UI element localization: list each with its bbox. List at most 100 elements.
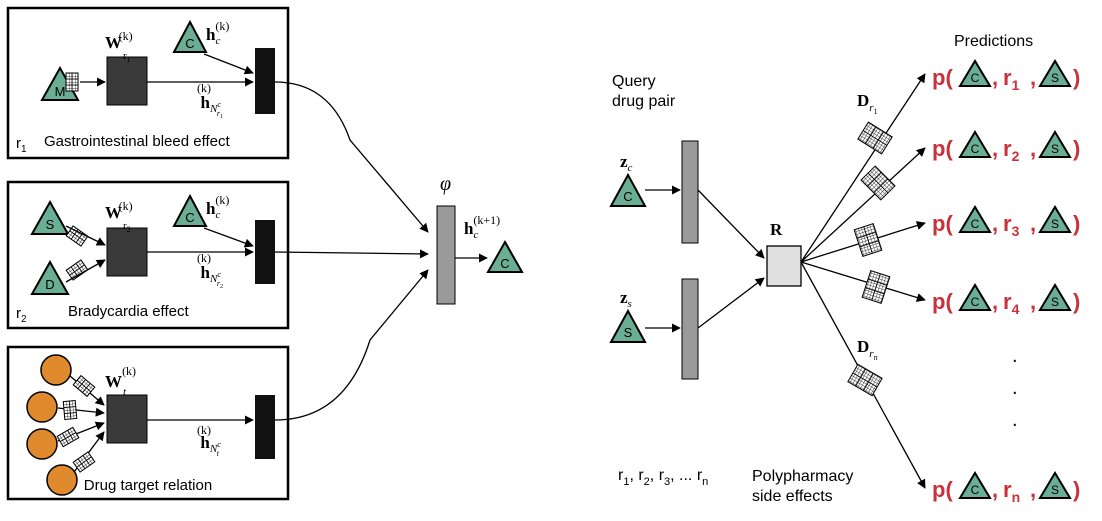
self-embedding-label: hc(k): [206, 19, 229, 47]
aggregation-bar: [255, 395, 275, 459]
aggregate-node: φ hc(k+1) C: [436, 173, 524, 305]
panel2-to-aggregate-arrow: [274, 249, 429, 259]
svg-text:C: C: [623, 189, 632, 204]
prediction-close: ): [1073, 136, 1080, 161]
prediction-comma: ,: [992, 289, 998, 314]
svg-text:C: C: [185, 36, 194, 51]
weight-label: Wt(k): [105, 364, 136, 398]
drug-node-c-icon: [958, 283, 992, 311]
svg-text:C: C: [185, 210, 194, 225]
weight-matrix: [106, 394, 148, 444]
side-effects-label: Polypharmacy: [752, 468, 853, 485]
r-matrix-label: R: [770, 220, 783, 239]
prediction-comma: ,: [1030, 136, 1036, 161]
svg-text:D: D: [45, 277, 54, 292]
prediction-comma: ,: [1030, 211, 1036, 236]
decoder-label-bottom: Drn: [857, 337, 878, 362]
decoder-matrix-icon: [860, 165, 896, 201]
protein-node: [26, 391, 58, 423]
drug-node-label: S: [1051, 483, 1059, 497]
prediction-row: p(C,rn,S): [932, 471, 1080, 505]
protein-node: [46, 464, 78, 496]
prediction-comma: ,: [1030, 477, 1036, 502]
prediction-relation: r3: [1003, 211, 1020, 239]
drug-node-s-icon: [1038, 205, 1072, 233]
prediction-comma: ,: [992, 65, 998, 90]
ellipsis-dot: .: [1012, 409, 1018, 431]
message-matrix-icon: [62, 400, 78, 420]
side-effects-label: side effects: [752, 488, 833, 505]
drug-node-c: C: [172, 193, 208, 227]
query-drug-pair: Query drug pair zc C zs S R: [609, 73, 802, 380]
prediction-close: ): [1073, 211, 1080, 236]
phi-label: φ: [440, 173, 451, 195]
decoder-matrix-icon: [853, 223, 883, 257]
drug-node-label: S: [1051, 295, 1059, 309]
drug-node-s-icon: [1038, 130, 1072, 158]
effect-label: Gastrointestinal bleed effect: [44, 133, 231, 150]
drug-node-label: C: [971, 483, 980, 497]
protein-node: [26, 428, 58, 460]
weight-label: Wr2(k): [105, 199, 133, 234]
svg-text:C: C: [500, 256, 509, 271]
svg-text:S: S: [46, 217, 55, 232]
effect-label: Drug target relation: [84, 477, 212, 494]
updated-embedding-label: hc(k+1): [464, 213, 500, 241]
drug-node-c-icon: [958, 59, 992, 87]
drug-node-c-icon: [958, 130, 992, 158]
prediction-relation: r2: [1003, 136, 1020, 164]
drug-node-label: S: [1051, 71, 1059, 85]
self-embedding-label: hc(k): [206, 193, 229, 221]
drug-node-label: C: [971, 71, 980, 85]
protein-node: [40, 354, 72, 386]
decoder-matrix-icon: [857, 121, 893, 155]
drug-node-s: S: [609, 308, 647, 343]
message-matrix-icon: [65, 72, 79, 92]
prediction-comma: ,: [1030, 65, 1036, 90]
aggregation-bar: [255, 48, 275, 114]
prediction-close: ): [1073, 65, 1080, 90]
panel3-to-aggregate-arrow: [274, 269, 429, 421]
ellipsis-dot: .: [1012, 345, 1018, 367]
query-title: Query: [612, 73, 656, 90]
prediction-relation: rn: [1003, 477, 1020, 505]
weight-matrix: [106, 56, 148, 106]
aggregation-bar: [255, 220, 275, 284]
prediction-open: p(: [932, 477, 953, 502]
zs-label: zs: [620, 288, 632, 310]
prediction-comma: ,: [992, 477, 998, 502]
relation-label: r1: [16, 135, 27, 155]
prediction-comma: ,: [1030, 289, 1036, 314]
drug-node-c-icon: [958, 205, 992, 233]
weight-matrix: [106, 227, 148, 277]
prediction-open: p(: [932, 211, 953, 236]
drug-node-s: S: [30, 199, 70, 235]
drug-node-label: C: [971, 295, 980, 309]
drug-node-s-icon: [1038, 59, 1072, 87]
svg-text:M: M: [55, 84, 66, 99]
prediction-close: ): [1073, 289, 1080, 314]
zc-embedding-bar: [681, 140, 699, 244]
side-effects-list: r1, r2, r3, ... rn: [618, 467, 708, 488]
drug-node-s-icon: [1038, 471, 1072, 499]
prediction-row: p(C,r1,S): [932, 59, 1080, 93]
effect-label: Bradycardia effect: [68, 303, 189, 320]
prediction-close: ): [1073, 477, 1080, 502]
drug-node-c: C: [172, 19, 208, 53]
ellipsis-dot: .: [1012, 377, 1018, 399]
zs-embedding-bar: [681, 278, 699, 380]
drug-node-c-icon: [958, 471, 992, 499]
aggregate-bar: [436, 205, 456, 305]
panel1-to-aggregate-arrow: [274, 81, 429, 233]
prediction-row: p(C,r2,S): [932, 130, 1080, 164]
query-subtitle: drug pair: [612, 93, 676, 110]
prediction-rows: p(C,r1,S)p(C,r2,S)p(C,r3,S)p(C,r4,S)p(C,…: [932, 59, 1080, 505]
drug-node-label: C: [971, 217, 980, 231]
prediction-relation: r4: [1003, 289, 1020, 317]
